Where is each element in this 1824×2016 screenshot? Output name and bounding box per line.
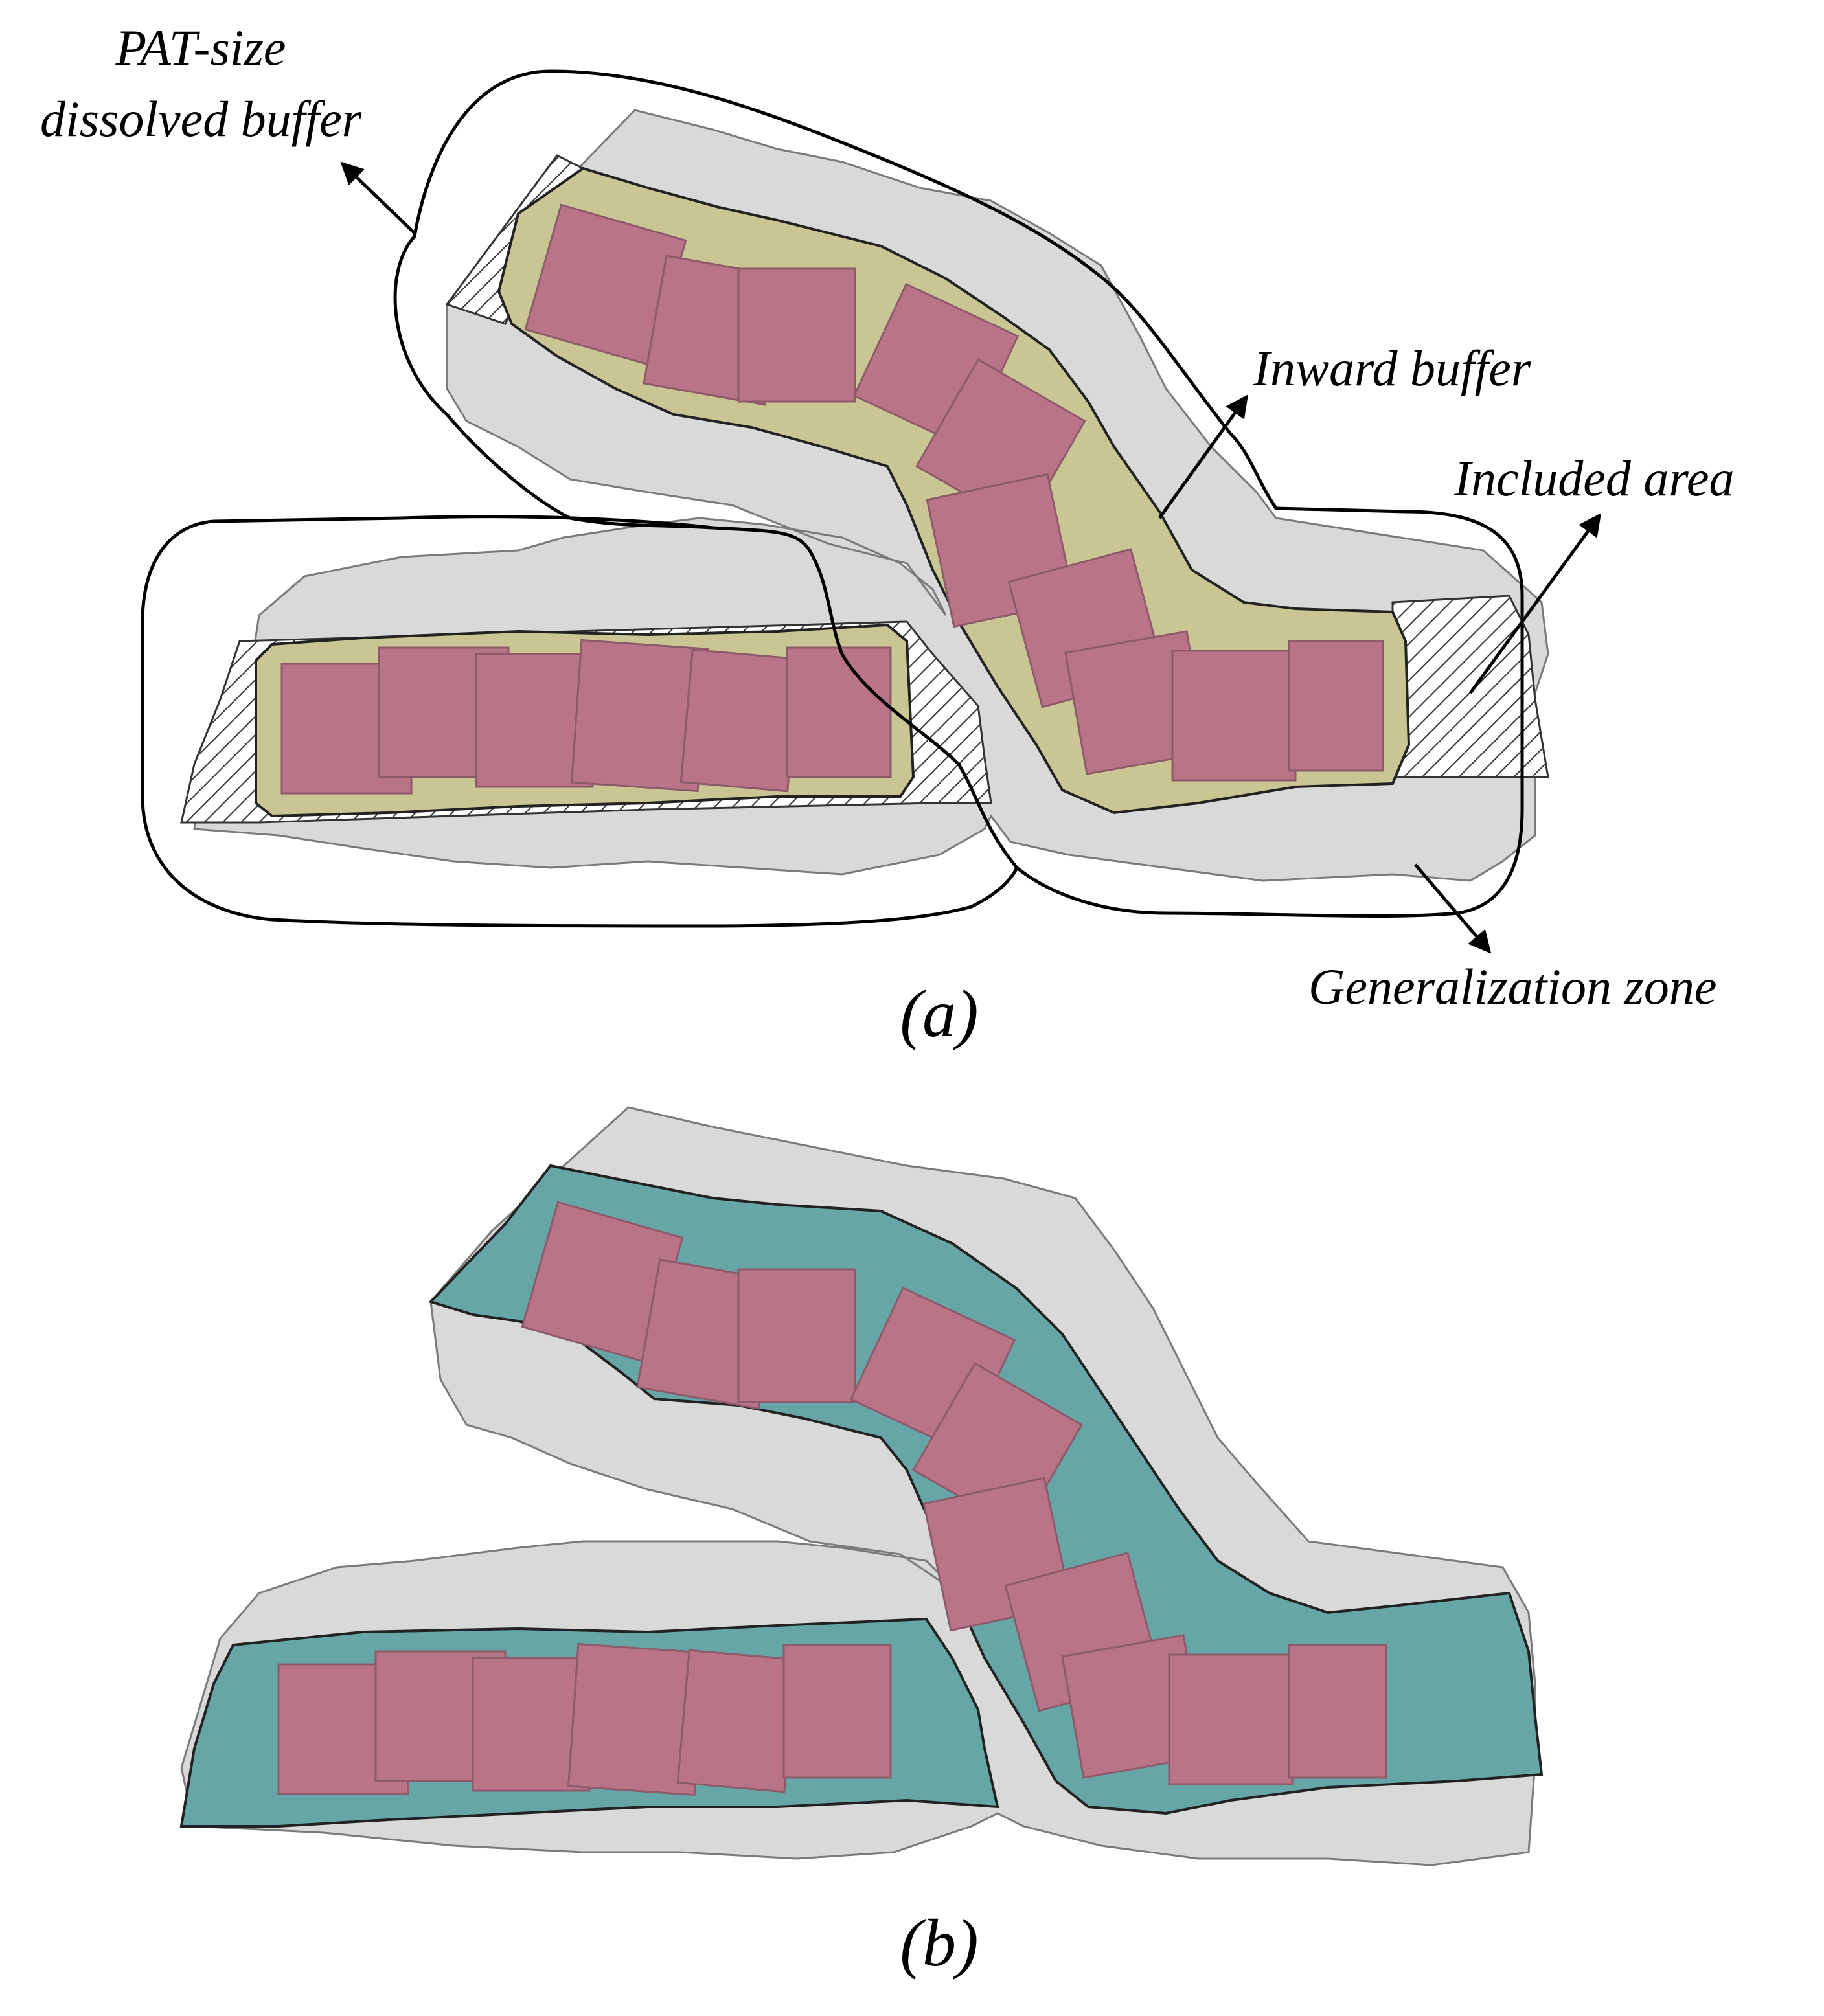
arrow-pat-buffer — [340, 161, 416, 234]
panel-a-label: (a) — [900, 977, 978, 1051]
buildings-main-b — [521, 1201, 1387, 1785]
building — [676, 1649, 797, 1793]
pat-buffer-label-line2: dissolved buffer — [40, 91, 362, 147]
building — [737, 267, 856, 403]
arrow-inward-buffer — [1157, 394, 1249, 519]
buildings-left-b — [277, 1642, 892, 1796]
building — [1288, 640, 1384, 772]
panel-b: (b) — [179, 1106, 1544, 1980]
inward-buffer-label: Inward buffer — [1253, 340, 1531, 396]
building — [786, 646, 892, 778]
arrow-generalization-zone — [1414, 863, 1492, 954]
building — [475, 653, 594, 788]
building — [1288, 1644, 1387, 1779]
building — [1168, 1653, 1294, 1785]
panel-a: PAT-size dissolved buffer Inward buffer … — [40, 19, 1735, 1051]
pat-dissolved-buffer-outline — [141, 69, 1524, 928]
buildings-main-a — [524, 203, 1384, 782]
building — [782, 1644, 892, 1779]
buildings-left-a — [280, 639, 892, 795]
arrow-included-area — [1468, 513, 1602, 694]
building — [737, 1268, 856, 1403]
panel-b-label: (b) — [900, 1906, 978, 1980]
pat-buffer-label-line1: PAT-size — [115, 19, 286, 76]
building — [679, 648, 801, 793]
building — [1171, 650, 1297, 782]
generalization-zone-label: Generalization zone — [1308, 958, 1716, 1015]
pat-dissolved-buffer-inner — [712, 526, 1018, 869]
included-area-label: Included area — [1454, 450, 1734, 506]
